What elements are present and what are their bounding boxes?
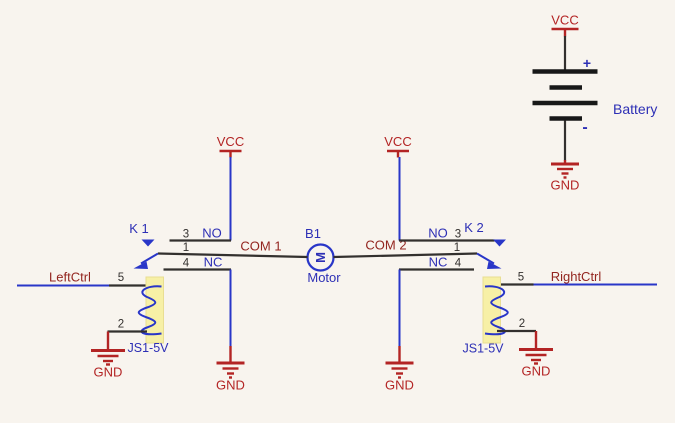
k2-pin2-number: 2 (519, 318, 525, 330)
battery-plus-sign: + (583, 55, 591, 71)
com1-net-label: COM 1 (240, 239, 281, 254)
k2-pin5-number: 5 (518, 272, 524, 284)
k1-nc-label: NC (204, 255, 223, 270)
vcc-symbol-k2: VCC (384, 134, 412, 158)
gnd-symbol-k1-coil: GND (91, 331, 125, 380)
k1-part-label: JS1-5V (128, 341, 170, 355)
relay-k1-ref-label: K 1 (129, 221, 149, 236)
battery-name-label: Battery (613, 101, 657, 117)
k2-nc-label: NC (429, 255, 448, 270)
gnd-symbol-k2-coil: GND (519, 331, 553, 379)
k1-coil-winding (137, 285, 162, 336)
k2-armature-arrow-icon (487, 261, 502, 269)
motor-name-label: Motor (307, 270, 341, 285)
k2-armature (476, 252, 495, 265)
gnd-symbol-battery: GND (551, 160, 580, 193)
gnd-label-k2-contact: GND (385, 378, 414, 393)
k1-no-label: NO (202, 226, 222, 241)
gnd-symbol-k1-contact: GND (216, 346, 245, 393)
com2-wire (333, 252, 478, 259)
k1-pin4-number: 4 (183, 258, 190, 270)
com1-wire (157, 252, 308, 259)
gnd-label-battery: GND (551, 178, 580, 193)
leftctrl-net-label: LeftCtrl (49, 270, 91, 285)
k2-pin4-number: 4 (455, 258, 462, 270)
motor-circle (306, 243, 335, 272)
motor-component: B1 M Motor (305, 226, 341, 285)
motor-glyph: M (313, 252, 328, 263)
vcc-label-k1: VCC (217, 134, 244, 149)
relay-k2: K 2 VCC NO 3 1 NC 4 GND RightCtrl 5 (384, 134, 657, 393)
vcc-symbol-battery: VCC (551, 13, 579, 37)
com-net-wires: COM 1 COM 2 (157, 238, 478, 259)
relay-k1: K 1 VCC 3 NO 1 4 NC GND LeftCtrl 5 (17, 134, 245, 393)
k2-coil-winding (484, 285, 509, 336)
k1-pin2-number: 2 (118, 319, 124, 331)
k1-no-contact-arrow-icon (141, 239, 155, 247)
k1-pin3-number: 3 (183, 229, 189, 241)
k2-pin3-number: 3 (455, 229, 461, 241)
k2-pin1-number: 1 (454, 242, 460, 254)
gnd-symbol-k2-contact: GND (385, 346, 414, 393)
k1-pin5-number: 5 (118, 272, 124, 284)
motor-ref-label: B1 (305, 226, 321, 241)
battery-component: VCC + - Battery GND (532, 13, 657, 193)
k2-no-label: NO (428, 226, 448, 241)
relay-k2-ref-label: K 2 (464, 220, 484, 235)
k1-armature (140, 252, 159, 265)
k1-armature-arrow-icon (133, 261, 148, 269)
k2-no-contact-arrow-icon (493, 239, 506, 247)
vcc-label-k2: VCC (384, 134, 411, 149)
gnd-label-k1-coil: GND (94, 365, 123, 380)
k2-part-label: JS1-5V (463, 342, 505, 356)
rightctrl-net-label: RightCtrl (551, 269, 602, 284)
battery-minus-sign: - (582, 119, 587, 136)
com2-net-label: COM 2 (365, 238, 406, 253)
gnd-label-k1-contact: GND (216, 378, 245, 393)
gnd-label-k2-coil: GND (522, 364, 551, 379)
k1-pin1-number: 1 (183, 242, 189, 254)
vcc-symbol-k1: VCC (217, 134, 244, 158)
vcc-label-battery: VCC (551, 13, 578, 28)
